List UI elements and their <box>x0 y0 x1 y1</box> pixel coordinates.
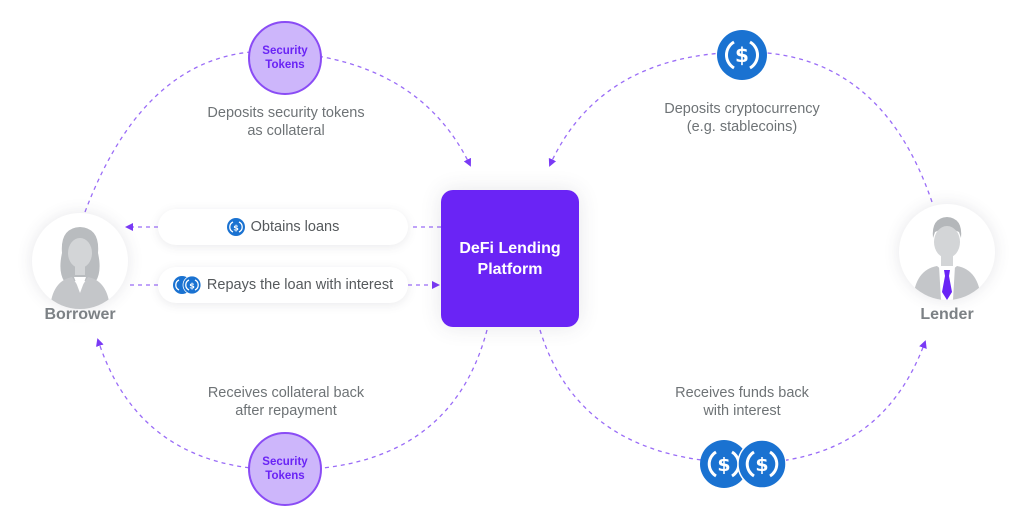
svg-text:$: $ <box>189 282 195 291</box>
pill-label: Repays the loan with interest <box>206 277 394 293</box>
arc-borrower-to-platform <box>84 50 471 213</box>
platform-title-line2: Platform <box>477 260 543 278</box>
pill-label: Obtains loans <box>250 219 340 235</box>
lender-label: Lender <box>920 306 974 323</box>
pill-repays-loan: $ Repays the loan with interest <box>158 267 408 303</box>
lender-avatar <box>899 204 995 300</box>
platform-title-line1: DeFi Lending <box>459 239 561 257</box>
pill-obtains-loans: $ Obtains loans <box>158 209 408 245</box>
svg-text:$: $ <box>233 224 239 233</box>
double-usdc-coin-icon: $ <box>172 276 201 294</box>
svg-text:$: $ <box>755 454 768 476</box>
caption-deposits-crypto: Deposits cryptocurrency(e.g. stablecoins… <box>664 101 820 135</box>
usdc-coin-icon: $ <box>717 30 767 80</box>
svg-text:$: $ <box>735 43 749 67</box>
usdc-coin-icon: $ <box>226 218 245 236</box>
svg-text:$: $ <box>717 454 730 476</box>
double-usdc-coin-icon: $ $ <box>700 440 786 488</box>
arc-lender-to-platform <box>548 51 933 203</box>
borrower-avatar <box>32 213 128 309</box>
borrower-label: Borrower <box>44 306 116 323</box>
female-user-icon <box>50 227 110 309</box>
male-user-icon <box>913 217 981 300</box>
